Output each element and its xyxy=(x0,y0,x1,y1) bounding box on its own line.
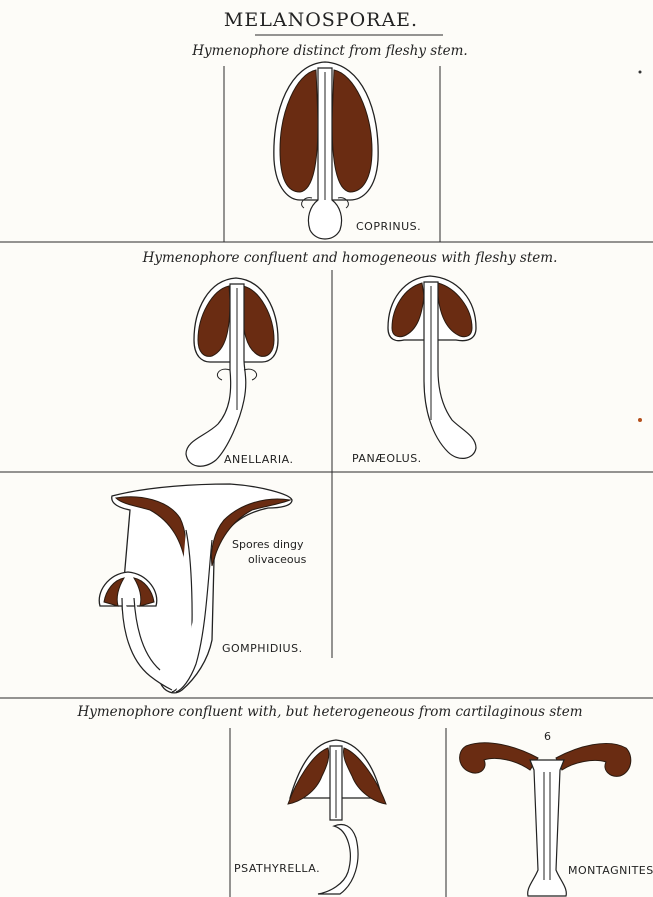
gomphidius-note-line-2: olivaceous xyxy=(248,553,307,566)
section-2-heading: Hymenophore confluent and homogeneous wi… xyxy=(142,250,558,266)
anellaria-label: ANELLARIA. xyxy=(224,453,293,466)
section-1-heading: Hymenophore distinct from fleshy stem. xyxy=(191,43,467,59)
section-3-heading: Hymenophore confluent with, but heteroge… xyxy=(76,704,582,720)
montagnites-mark: 6 xyxy=(544,730,551,743)
speck-dot xyxy=(639,71,642,74)
coprinus-illustration xyxy=(274,62,378,239)
montagnites-label: MONTAGNITES xyxy=(568,864,653,877)
gomphidius-illustration xyxy=(99,484,292,693)
speck-rust xyxy=(638,418,642,422)
gomphidius-label: GOMPHIDIUS. xyxy=(222,642,303,655)
plate-title: MELANOSPORAE. xyxy=(224,9,418,31)
panaeolus-illustration xyxy=(388,276,476,458)
gomphidius-note-line-1: Spores dingy xyxy=(232,538,304,551)
anellaria-illustration xyxy=(186,278,278,466)
psathyrella-label: PSATHYRELLA. xyxy=(234,862,320,875)
panaeolus-label: PANÆOLUS. xyxy=(352,452,422,465)
coprinus-label: COPRINUS. xyxy=(356,220,421,233)
